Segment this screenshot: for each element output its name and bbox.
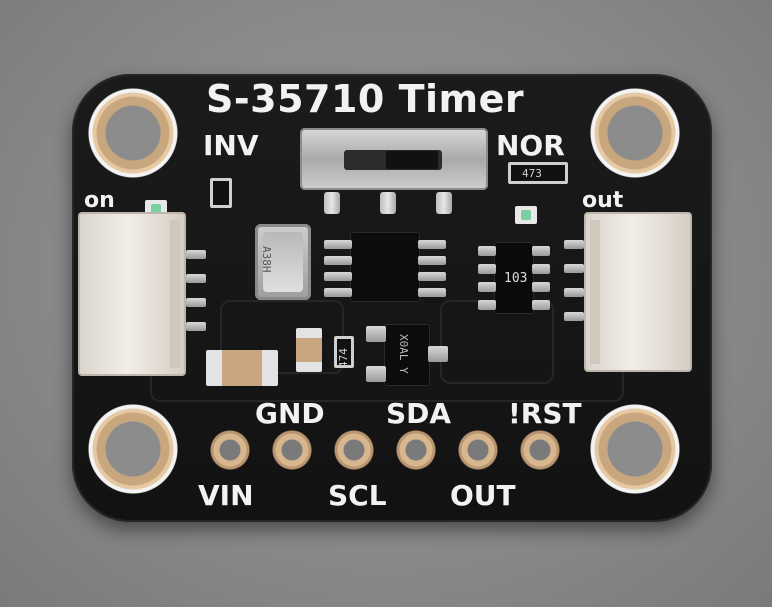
nor-label: NOR bbox=[496, 129, 565, 162]
ic-lead bbox=[418, 256, 446, 265]
pin-out[interactable] bbox=[458, 430, 498, 470]
vin-label: VIN bbox=[198, 479, 254, 512]
connector-pin bbox=[186, 322, 206, 331]
resistor-smd bbox=[334, 336, 354, 368]
transistor bbox=[384, 324, 430, 386]
rst-label: !RST bbox=[508, 397, 582, 430]
connector-pin bbox=[564, 312, 584, 321]
board-title: S-35710 Timer bbox=[206, 77, 525, 121]
resistor-smd bbox=[508, 162, 568, 184]
connector-pin bbox=[564, 288, 584, 297]
crystal-oscillator bbox=[255, 224, 311, 300]
switch-leg bbox=[380, 192, 396, 214]
resistor-smd bbox=[210, 178, 232, 208]
pin-rst[interactable] bbox=[520, 430, 560, 470]
scl-label: SCL bbox=[328, 479, 387, 512]
mounting-hole-bottom-left bbox=[88, 404, 178, 494]
out-label: OUT bbox=[450, 479, 516, 512]
pin-scl[interactable] bbox=[334, 430, 374, 470]
array-lead bbox=[478, 300, 496, 310]
connector-pin bbox=[186, 274, 206, 283]
resistor-array bbox=[494, 242, 534, 314]
array-lead bbox=[478, 264, 496, 274]
ic-lead bbox=[324, 272, 352, 281]
pin-sda[interactable] bbox=[396, 430, 436, 470]
crystal-mark: A38H bbox=[260, 246, 273, 273]
mounting-hole-bottom-right bbox=[590, 404, 680, 494]
array-lead bbox=[478, 246, 496, 256]
array-lead bbox=[532, 300, 550, 310]
sda-label: SDA bbox=[386, 397, 452, 430]
on-label: on bbox=[84, 188, 115, 213]
switch-leg bbox=[436, 192, 452, 214]
transistor-lead bbox=[428, 346, 448, 362]
array-lead bbox=[532, 264, 550, 274]
ic-lead bbox=[418, 288, 446, 297]
out-connector-label: out bbox=[582, 188, 624, 213]
gnd-label: GND bbox=[255, 397, 325, 430]
connector-pin bbox=[186, 298, 206, 307]
switch-leg bbox=[324, 192, 340, 214]
stemma-connector-right[interactable] bbox=[584, 212, 692, 372]
cap-mark: 474 bbox=[337, 348, 350, 368]
ic-lead bbox=[324, 288, 352, 297]
ic-lead bbox=[324, 240, 352, 249]
transistor-mark: X0AL Y bbox=[397, 334, 410, 374]
switch-knob[interactable] bbox=[386, 151, 438, 169]
mounting-hole-top-right bbox=[590, 88, 680, 178]
mounting-hole-top-left bbox=[88, 88, 178, 178]
slide-switch[interactable] bbox=[300, 128, 488, 190]
transistor-lead bbox=[366, 326, 386, 342]
timer-ic bbox=[350, 232, 420, 302]
array-lead bbox=[532, 246, 550, 256]
capacitor-small bbox=[296, 328, 322, 372]
connector-pin bbox=[564, 264, 584, 273]
ic-lead bbox=[418, 240, 446, 249]
out-led bbox=[515, 206, 537, 224]
pcb-trace bbox=[150, 360, 624, 402]
resistor-array-mark: 103 bbox=[504, 271, 528, 286]
array-lead bbox=[478, 282, 496, 292]
connector-pin bbox=[186, 250, 206, 259]
array-lead bbox=[532, 282, 550, 292]
transistor-lead bbox=[366, 366, 386, 382]
inv-label: INV bbox=[203, 129, 259, 162]
ic-lead bbox=[418, 272, 446, 281]
capacitor-large bbox=[206, 350, 278, 386]
connector-pin bbox=[564, 240, 584, 249]
resistor-mark: 473 bbox=[522, 167, 542, 180]
crystal-can bbox=[263, 232, 303, 292]
pin-vin[interactable] bbox=[210, 430, 250, 470]
pin-gnd[interactable] bbox=[272, 430, 312, 470]
ic-lead bbox=[324, 256, 352, 265]
stemma-connector-left[interactable] bbox=[78, 212, 186, 376]
